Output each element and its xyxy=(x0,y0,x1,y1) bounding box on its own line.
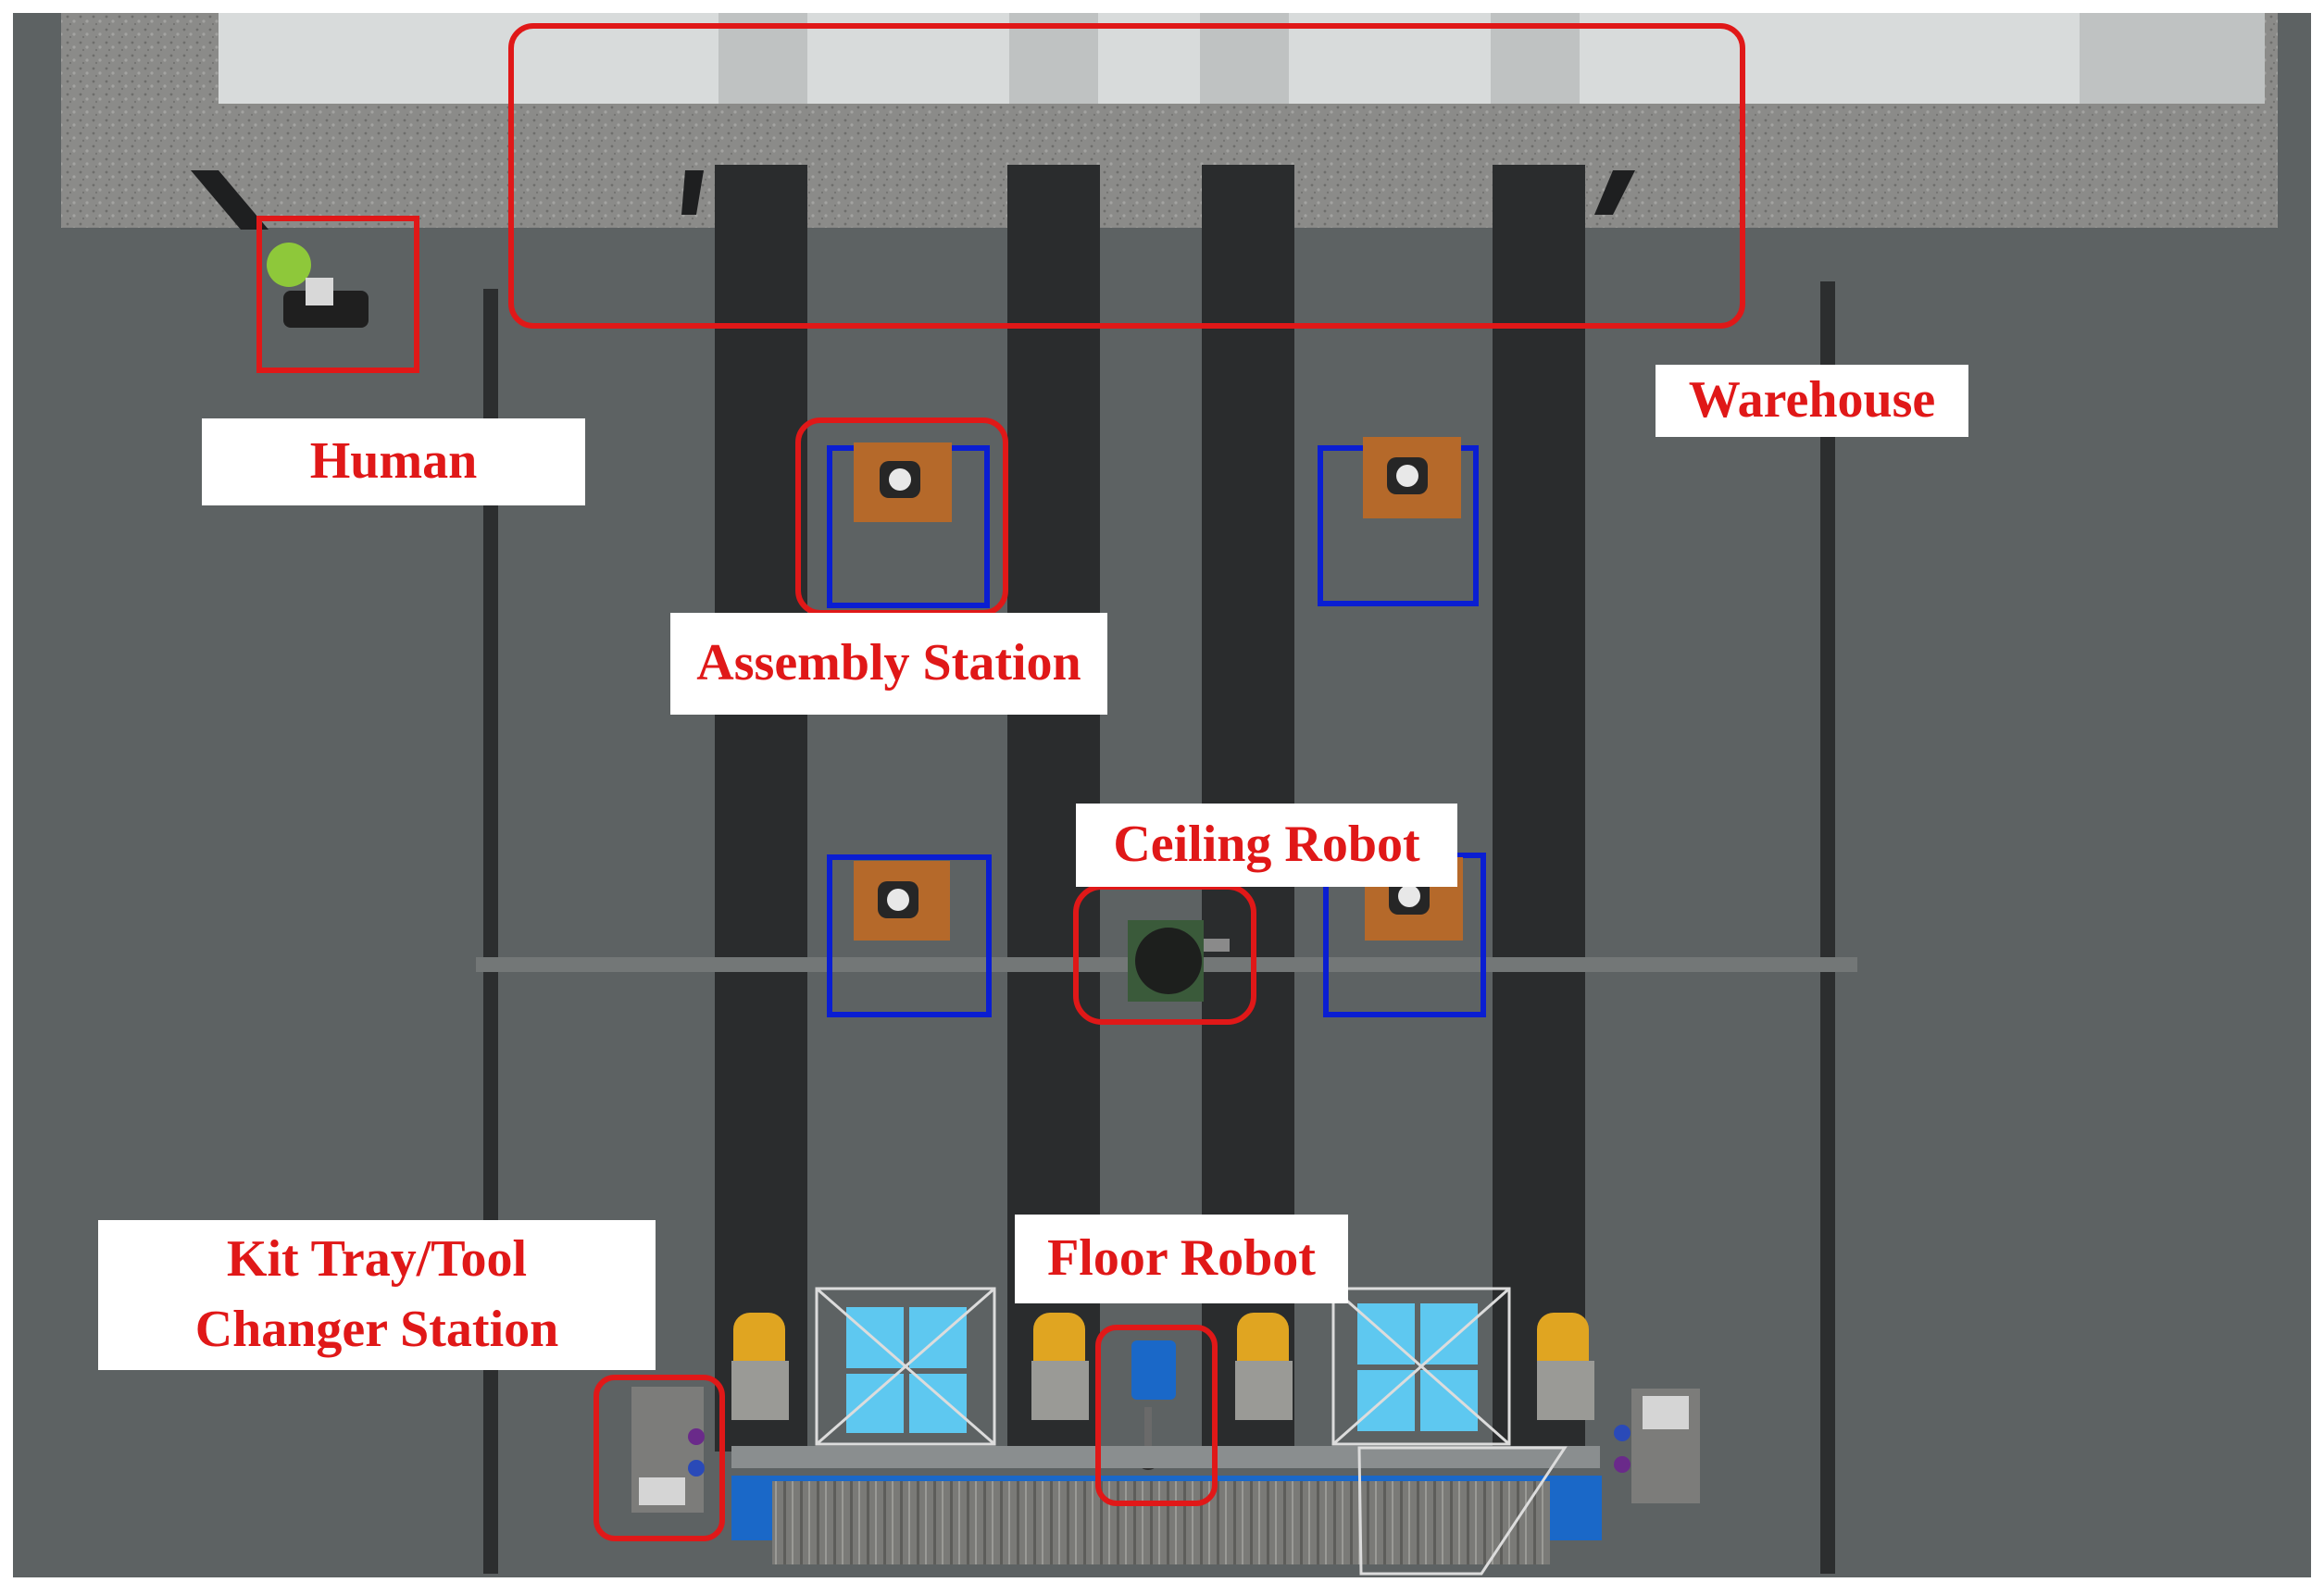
kit-tray-highlight xyxy=(593,1375,725,1541)
right-rail xyxy=(1820,281,1835,1574)
kit-tray-label-line-2: Changer Station xyxy=(194,1301,559,1358)
kit-tray-tool-changer-label: Kit Tray/Tool Changer Station xyxy=(98,1220,656,1370)
kit-tray-label-line-1: Kit Tray/Tool xyxy=(226,1230,528,1289)
warehouse-building xyxy=(61,13,2278,230)
human-highlight xyxy=(256,216,419,373)
assembly-station-3 xyxy=(827,854,992,1017)
bottom-equipment xyxy=(631,1287,1700,1576)
assembly-station-label: Assembly Station xyxy=(670,613,1107,715)
highlight-boxes xyxy=(256,23,1745,1541)
assembly-station-1 xyxy=(827,442,990,608)
human-figure xyxy=(267,243,369,328)
ceiling-robot xyxy=(1128,920,1230,1002)
warehouse-highlight xyxy=(508,23,1745,329)
assembly-station-2 xyxy=(1318,437,1479,606)
human-label: Human xyxy=(202,418,585,505)
ceiling-robot-highlight xyxy=(1073,884,1256,1025)
floor-robot-label: Floor Robot xyxy=(1015,1215,1348,1303)
ceiling-robot-label: Ceiling Robot xyxy=(1076,804,1457,887)
warehouse-label: Warehouse xyxy=(1656,365,1968,437)
floor-robot-highlight xyxy=(1095,1325,1218,1506)
